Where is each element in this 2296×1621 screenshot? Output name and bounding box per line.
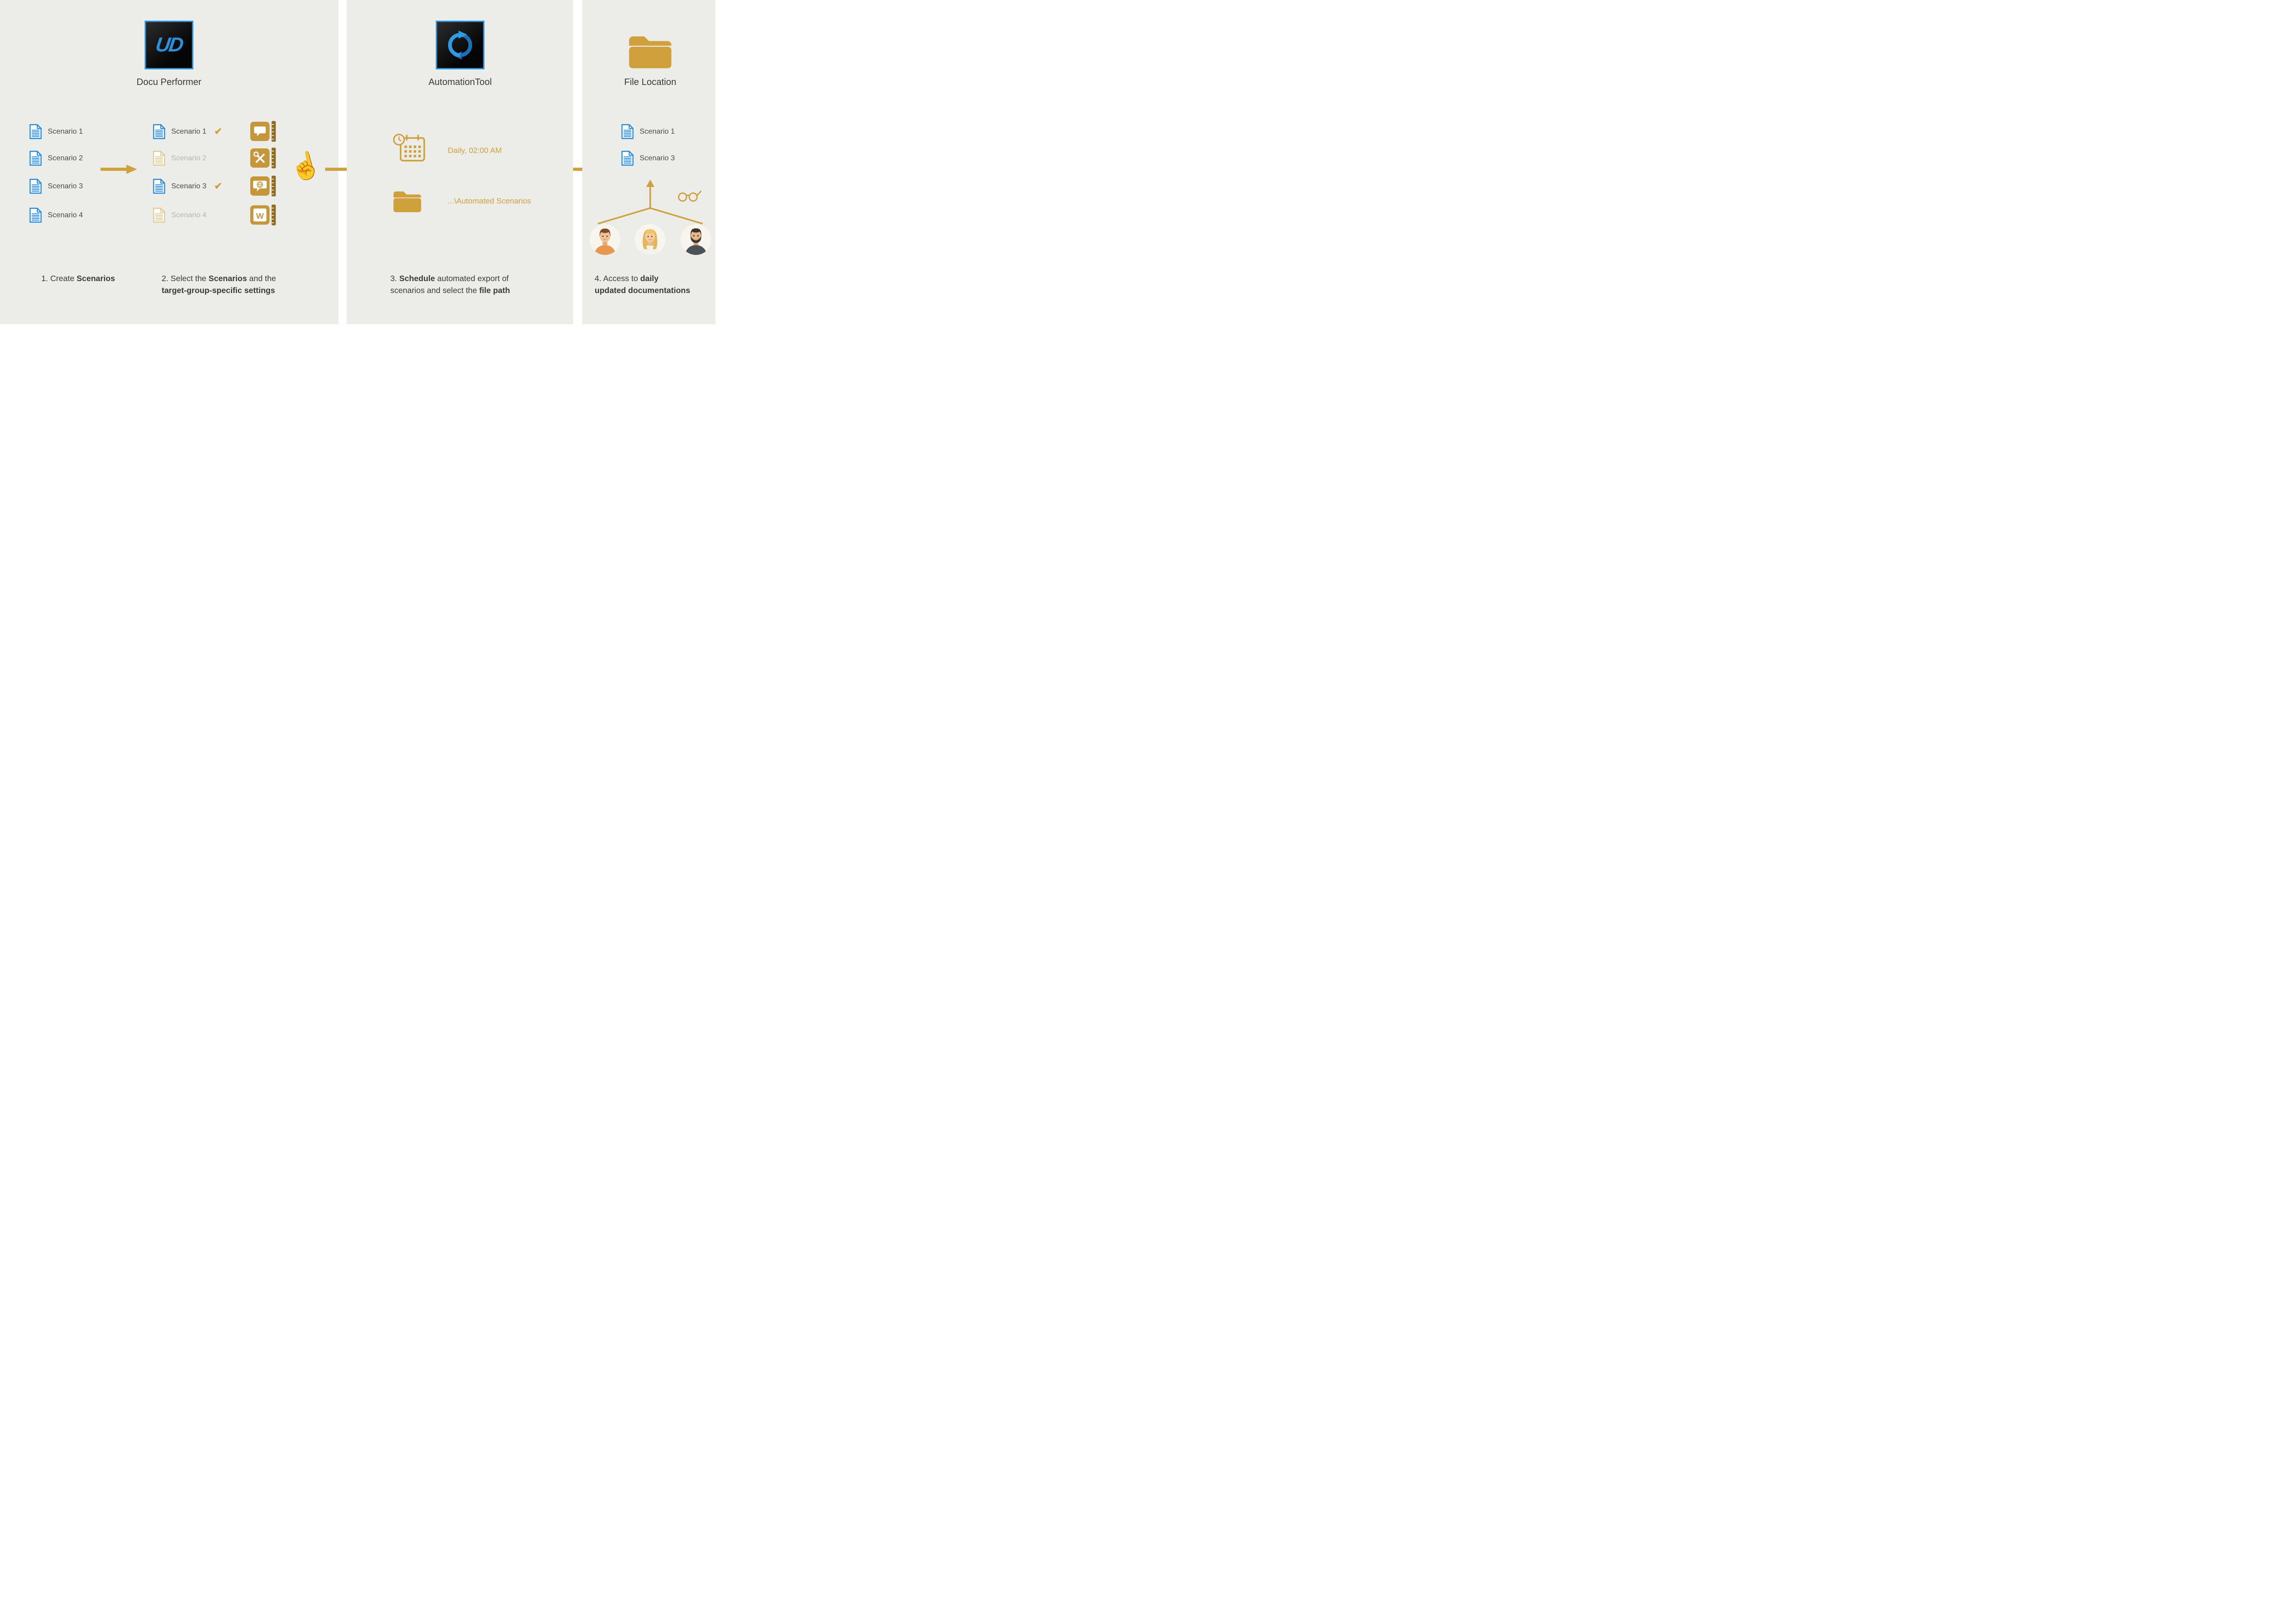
caption-bold: daily	[640, 274, 659, 283]
scenario-row: Scenario 3	[621, 151, 675, 166]
globe-comment-settings-icon	[250, 175, 276, 197]
check-icon: ✔	[214, 126, 223, 137]
document-icon	[29, 151, 42, 166]
caption-text: 4. Access to	[595, 274, 641, 283]
calendar-clock-icon	[393, 133, 427, 164]
document-icon	[29, 124, 42, 139]
docu-performer-label: Docu Performer	[136, 77, 202, 87]
comment-settings-icon	[250, 121, 276, 142]
document-icon	[153, 179, 165, 194]
user-avatar-man	[590, 224, 620, 255]
step1-caption: 1. Create Scenarios	[41, 272, 115, 284]
ruler-icon	[271, 175, 276, 197]
globe-comment-icon	[250, 176, 270, 196]
sync-arrows-icon	[448, 30, 473, 60]
workflow-infographic: W	[0, 0, 715, 324]
step3-caption: 3. Schedule automated export of scenario…	[390, 272, 510, 296]
docu-performer-monogram: UD	[154, 34, 184, 56]
scenario-label: Scenario 4	[48, 211, 83, 219]
caption-text: automated export of	[435, 274, 509, 283]
caption-line: scenarios and select the file path	[390, 284, 510, 296]
scenario-label: Scenario 1	[640, 127, 675, 136]
selected-scenario-row: Scenario 3 ✔	[153, 179, 222, 194]
glasses-icon	[677, 186, 702, 203]
caption-text: and the	[247, 274, 276, 283]
selected-scenario-row: Scenario 2	[153, 151, 207, 166]
ruler-icon	[271, 147, 276, 169]
panel-docu-performer: UD Docu Performer Scenario 1 Scenario 2 …	[0, 0, 338, 324]
caption-bold: Scenarios	[76, 274, 115, 283]
document-icon	[29, 179, 42, 194]
step4-caption: 4. Access to daily updated documentation…	[595, 272, 690, 296]
caption-bold: Scenarios	[208, 274, 247, 283]
document-icon	[153, 124, 165, 139]
step2-caption: 2. Select the Scenarios and the target-g…	[162, 272, 276, 296]
word-settings-icon	[250, 204, 276, 226]
selected-scenario-row: Scenario 4	[153, 208, 207, 223]
tools-icon	[250, 148, 270, 168]
caption-text: 1. Create	[41, 274, 77, 283]
document-icon	[29, 208, 42, 223]
caption-bold: target-group-specific settings	[162, 286, 275, 295]
scenario-row: Scenario 1	[29, 124, 83, 139]
caption-line: 4. Access to daily	[595, 272, 690, 284]
caption-text: 2. Select the	[162, 274, 209, 283]
user-avatar-woman	[635, 224, 665, 255]
flow-arrow-icon	[100, 164, 138, 174]
document-icon	[621, 124, 634, 139]
caption-text: 3.	[390, 274, 400, 283]
scenario-row: Scenario 4	[29, 208, 83, 223]
caption-bold: Schedule	[399, 274, 435, 283]
folder-icon	[393, 189, 422, 213]
scenario-row: Scenario 3	[29, 179, 83, 194]
ruler-icon	[271, 204, 276, 226]
comment-icon	[250, 122, 270, 141]
scenario-label: Scenario 4	[171, 211, 207, 219]
automation-tool-logo	[436, 21, 484, 69]
caption-line: 2. Select the Scenarios and the	[162, 272, 276, 284]
schedule-text: Daily, 02:00 AM	[448, 146, 502, 155]
scenario-label: Scenario 3	[171, 182, 207, 190]
tools-settings-icon	[250, 147, 276, 169]
hand-pointer-icon: ☝	[286, 148, 325, 184]
file-path-text: ...\Automated Scenarios	[448, 197, 531, 205]
check-icon: ✔	[214, 181, 223, 192]
scenario-row: Scenario 2	[29, 151, 83, 166]
scenario-label: Scenario 2	[171, 154, 207, 162]
caption-line: target-group-specific settings	[162, 284, 276, 296]
scenario-label: Scenario 3	[48, 182, 83, 190]
automation-tool-label: AutomationTool	[428, 77, 492, 87]
document-icon-faded	[153, 151, 165, 166]
access-branch-arrow-icon	[597, 180, 703, 225]
document-icon	[621, 151, 634, 166]
scenario-label: Scenario 1	[48, 127, 83, 136]
scenario-label: Scenario 2	[48, 154, 83, 162]
file-location-folder-icon	[628, 33, 673, 69]
scenario-row: Scenario 1	[621, 124, 675, 139]
panel-file-location: File Location Scenario 1 Scenario 3	[582, 0, 715, 324]
caption-line: updated documentations	[595, 284, 690, 296]
selected-scenario-row: Scenario 1 ✔	[153, 124, 222, 139]
scenario-label: Scenario 3	[640, 154, 675, 162]
ruler-icon	[271, 121, 276, 142]
docu-performer-logo: UD	[145, 21, 193, 69]
panel-automation-tool: AutomationTool Daily, 02:00 AM ...\Autom…	[347, 0, 573, 324]
word-icon	[250, 205, 270, 225]
user-avatar-bearded-man	[681, 224, 711, 255]
caption-text: scenarios and select the	[390, 286, 479, 295]
caption-bold: file path	[479, 286, 510, 295]
caption-line: 3. Schedule automated export of	[390, 272, 510, 284]
file-location-label: File Location	[624, 77, 676, 87]
document-icon-faded	[153, 208, 165, 223]
caption-bold: updated documentations	[595, 286, 691, 295]
scenario-label: Scenario 1	[171, 127, 207, 136]
